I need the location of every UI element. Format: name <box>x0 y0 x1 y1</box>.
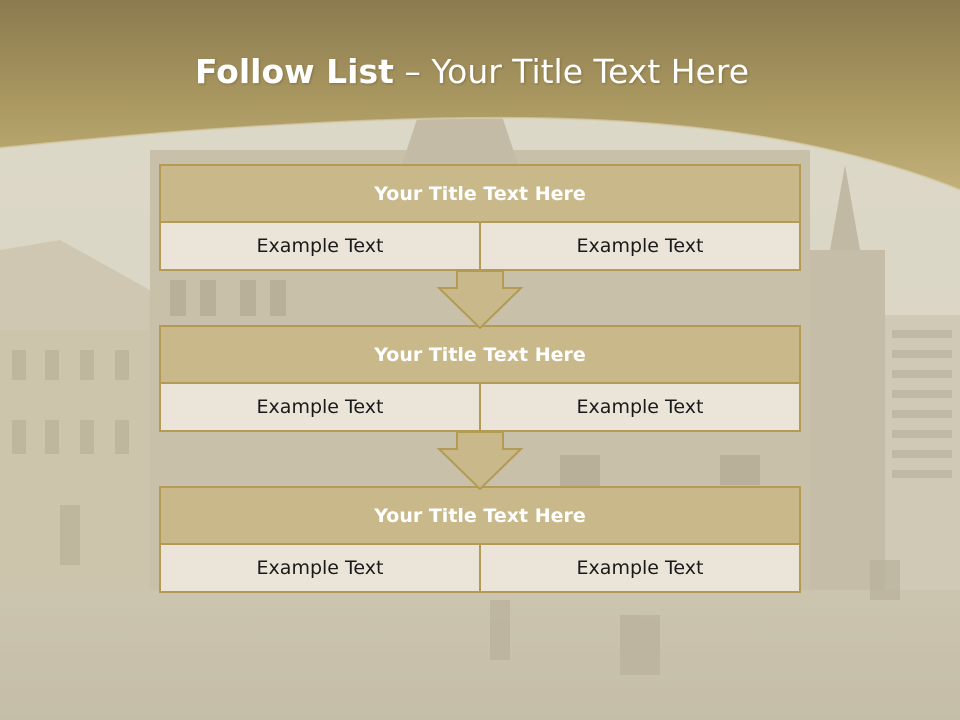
block-cell-right: Example Text <box>479 221 801 271</box>
block-cell-right: Example Text <box>479 543 801 593</box>
list-block-3: Your Title Text Here Example Text Exampl… <box>159 486 801 593</box>
down-arrow-icon <box>435 270 525 330</box>
block-cell-left: Example Text <box>159 543 481 593</box>
slide-title-bold: Follow List <box>194 52 394 91</box>
block-title: Your Title Text Here <box>159 325 801 384</box>
block-title: Your Title Text Here <box>159 164 801 223</box>
down-arrow-icon <box>435 431 525 491</box>
block-cell-left: Example Text <box>159 221 481 271</box>
block-cell-left: Example Text <box>159 382 481 432</box>
slide-title: Follow List – Your Title Text Here <box>0 52 944 91</box>
list-block-2: Your Title Text Here Example Text Exampl… <box>159 325 801 432</box>
list-block-1: Your Title Text Here Example Text Exampl… <box>159 164 801 271</box>
header-band <box>0 0 960 200</box>
block-title: Your Title Text Here <box>159 486 801 545</box>
block-cell-right: Example Text <box>479 382 801 432</box>
slide-title-rest: – Your Title Text Here <box>404 52 750 91</box>
